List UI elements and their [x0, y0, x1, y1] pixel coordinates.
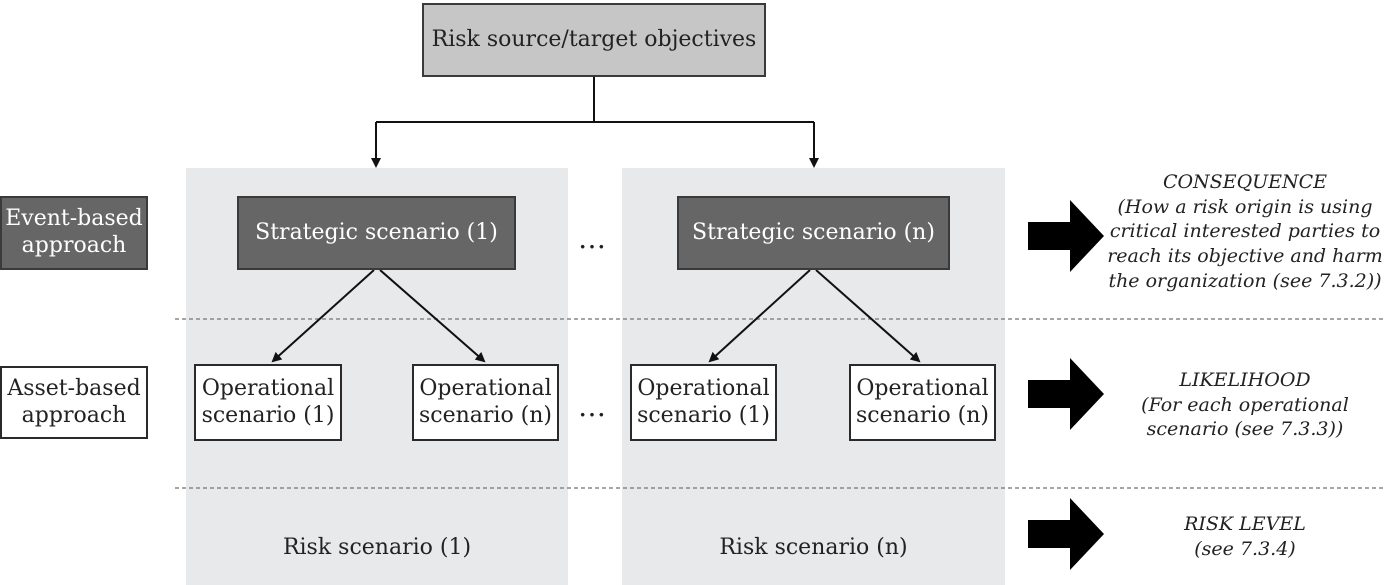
operational-scenario-label-line1: Operational — [637, 375, 770, 401]
operational-scenario-1-box: Operational scenario (1) — [194, 364, 342, 441]
risk-level-line1: (see 7.3.4) — [1194, 537, 1296, 560]
likelihood-text: LIKELIHOOD (For each operational scenari… — [1106, 368, 1384, 442]
consequence-title: CONSEQUENCE — [1162, 171, 1328, 193]
strategic-scenario-n-label: Strategic scenario (n) — [692, 219, 935, 245]
risk-level-arrow-icon — [1028, 498, 1104, 570]
likelihood-line1: (For each operational — [1141, 393, 1349, 416]
operational-scenario-label-line1: Operational — [856, 375, 989, 401]
consequence-line1: (How a risk origin is using — [1117, 195, 1373, 218]
risk-scenario-n-label: Risk scenario (n) — [719, 534, 908, 560]
asset-based-label-line1: Asset-based — [7, 375, 141, 401]
arrow-s1-opn — [379, 269, 486, 363]
strategic-scenario-1-label: Strategic scenario (1) — [255, 219, 498, 245]
likelihood-title: LIKELIHOOD — [1179, 369, 1311, 391]
consequence-line2: critical interested parties to — [1109, 220, 1381, 243]
event-based-label-line1: Event-based — [5, 206, 143, 232]
likelihood-line2: scenario (see 7.3.3)) — [1146, 418, 1344, 441]
operational-scenario-label-line2: scenario (1) — [637, 402, 770, 428]
consequence-arrow-icon — [1028, 200, 1104, 272]
likelihood-arrow-icon — [1028, 358, 1104, 430]
risk-source-box: Risk source/target objectives — [422, 3, 766, 77]
arrow-sn-op1 — [708, 269, 811, 363]
consequence-text: CONSEQUENCE (How a risk origin is using … — [1106, 170, 1384, 293]
consequence-line3: reach its objective and harm — [1107, 245, 1383, 268]
risk-source-label: Risk source/target objectives — [431, 26, 757, 52]
risk-level-title: RISK LEVEL — [1184, 513, 1306, 535]
strategic-scenario-1-box: Strategic scenario (1) — [237, 196, 516, 270]
risk-level-text: RISK LEVEL (see 7.3.4) — [1106, 512, 1384, 561]
arrow-sn-opn — [815, 269, 921, 363]
strategic-scenario-n-box: Strategic scenario (n) — [677, 196, 950, 270]
consequence-line4: the organization (see 7.3.2)) — [1108, 269, 1382, 292]
event-based-label-box: Event-based approach — [0, 196, 148, 270]
asset-based-label-box: Asset-based approach — [0, 366, 148, 439]
operational-scenario-label-line1: Operational — [419, 375, 552, 401]
operational-scenario-label-line1: Operational — [201, 375, 335, 401]
operational-scenario-label-line2: scenario (1) — [201, 402, 335, 428]
risk-scenario-1-label: Risk scenario (1) — [282, 534, 472, 560]
asset-based-label-line2: approach — [21, 402, 127, 428]
operational-scenario-n-box: Operational scenario (n) — [412, 364, 559, 441]
ellipsis-strategic: … — [578, 222, 608, 255]
operational-scenario-n-box: Operational scenario (n) — [849, 364, 996, 441]
operational-scenario-label-line2: scenario (n) — [855, 402, 990, 428]
operational-scenario-label-line2: scenario (n) — [418, 402, 553, 428]
event-based-label-line2: approach — [21, 233, 127, 258]
arrow-s1-op1 — [271, 269, 375, 363]
ellipsis-operational: … — [578, 390, 608, 423]
operational-scenario-1-box: Operational scenario (1) — [630, 364, 777, 441]
